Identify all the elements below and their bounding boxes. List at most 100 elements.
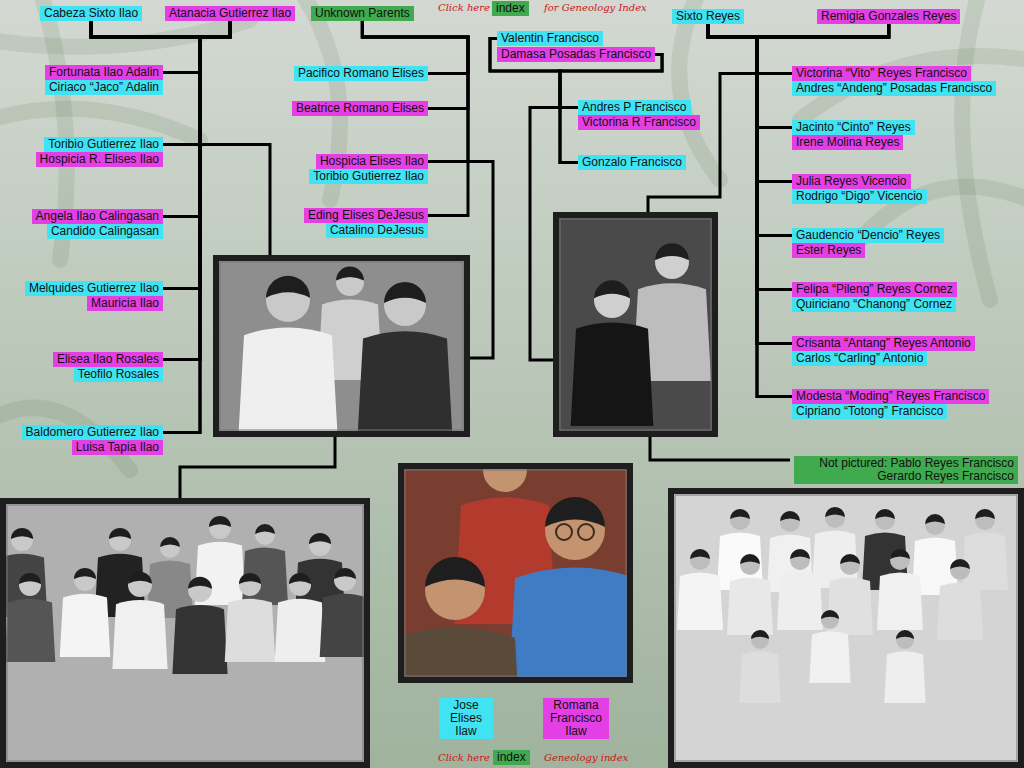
person-hair xyxy=(730,509,750,519)
person-head xyxy=(740,555,760,575)
person-figure xyxy=(571,323,654,427)
person-head xyxy=(975,510,995,530)
name-text: Cabeza Sixto Ilao xyxy=(44,7,138,20)
person-label: Elisea Ilao Rosales xyxy=(53,352,163,367)
photo-ground xyxy=(553,212,718,437)
person-label: Ciriaco “Jaco” Adalin xyxy=(45,80,163,95)
photo-ground xyxy=(668,488,1024,768)
person-label: Andres P Francisco xyxy=(578,100,691,115)
person-label: Hospicia Elises Ilao xyxy=(316,154,428,169)
name-text: Romana Francisco Ilaw xyxy=(547,699,605,738)
name-text: Candido Calingasan xyxy=(51,225,159,238)
name-text: Sixto Reyes xyxy=(676,10,740,23)
person-hair xyxy=(336,267,364,281)
person-label: Julia Reyes Vicencio xyxy=(792,174,911,189)
name-text: Baldomero Gutierrez Ilao xyxy=(26,426,159,439)
name-text: Pacifico Romano Elises xyxy=(298,67,424,80)
family-photo xyxy=(553,212,718,437)
family-line xyxy=(163,21,230,145)
person-hair xyxy=(188,577,212,589)
photo-link-line xyxy=(163,145,270,256)
person-hair xyxy=(309,533,331,544)
index-link: index xyxy=(492,1,529,16)
person-head xyxy=(925,515,945,535)
person-head xyxy=(751,631,769,649)
person-label: Andres “Andeng” Posadas Francisco xyxy=(792,81,996,96)
name-text: Eding Elises DeJesus xyxy=(308,209,424,222)
person-head xyxy=(690,550,710,570)
name-text: Beatrice Romano Elises xyxy=(296,102,424,115)
person-hair xyxy=(890,549,910,559)
person-label: Valentin Francisco xyxy=(497,31,603,46)
person-figure xyxy=(727,578,773,636)
person-hair xyxy=(825,507,845,517)
photo-link-line xyxy=(530,108,560,361)
person-hair xyxy=(209,516,231,527)
family-line xyxy=(757,24,889,182)
name-text: Toribio Gutierrez Ilao xyxy=(48,138,159,151)
name-text: Carlos “Carling” Antonio xyxy=(796,352,923,365)
person-label: Toribio Gutierrez Ilao xyxy=(309,169,428,184)
person-label: Cabeza Sixto Ilao xyxy=(40,6,142,21)
photo-frame xyxy=(556,215,715,434)
index-link: index xyxy=(493,750,530,765)
family-line xyxy=(708,24,792,182)
person-label: Rodrigo “Digo” Vicencio xyxy=(792,189,927,204)
person-figure xyxy=(357,331,454,437)
name-text: Cipriano “Totong” Francisco xyxy=(796,405,943,418)
family-photo xyxy=(668,488,1024,768)
person-hair xyxy=(655,243,689,260)
link-text: Click here xyxy=(438,752,490,764)
person-figure xyxy=(962,533,1008,591)
person-hair xyxy=(334,568,356,579)
person-figure xyxy=(320,594,370,657)
person-label: Jacinto “Cinto” Reyes xyxy=(792,120,915,135)
name-text: Quiriciano “Chanong” Cornez xyxy=(796,298,952,311)
name-text: Unknown Parents xyxy=(315,7,410,20)
person-label: Jose Elises Ilaw xyxy=(439,698,493,739)
person-label: Eding Elises DeJesus xyxy=(304,208,428,223)
photo-frame-inner xyxy=(405,470,626,676)
family-line xyxy=(708,24,792,344)
photo-link-line xyxy=(428,162,493,359)
name-text: Crisanta “Antang” Reyes Antonio xyxy=(796,337,971,350)
photo-link-line xyxy=(650,437,790,460)
name-text: Toribio Gutierrez Ilao xyxy=(313,170,424,183)
person-hair xyxy=(11,528,33,539)
family-line xyxy=(163,21,230,73)
person-figure xyxy=(237,328,338,438)
person-label: Mauricia Ilao xyxy=(87,296,163,311)
person-hair xyxy=(790,549,810,559)
photo-frame xyxy=(3,501,367,765)
name-text: Elisea Ilao Rosales xyxy=(57,353,159,366)
name-text: index xyxy=(496,2,525,15)
person-label: Remigia Gonzales Reyes xyxy=(817,9,960,24)
person-label: Pacifico Romano Elises xyxy=(294,66,428,81)
person-label: Modesta “Moding” Reyes Francisco xyxy=(792,389,989,404)
family-photo xyxy=(0,498,370,768)
person-label: Fortunata Ilao Adalin xyxy=(45,65,163,80)
family-line xyxy=(708,24,792,290)
family-line xyxy=(163,21,230,433)
photo-frame-inner xyxy=(7,505,363,761)
family-line xyxy=(708,24,792,397)
family-line xyxy=(757,24,889,290)
person-hair xyxy=(289,573,311,584)
family-line xyxy=(362,21,468,109)
person-figure xyxy=(739,651,780,703)
family-line xyxy=(91,21,200,217)
person-hair xyxy=(384,282,426,303)
person-figure xyxy=(809,631,850,683)
family-photo xyxy=(398,463,633,683)
parents-label: Unknown Parents xyxy=(311,6,414,21)
person-figure xyxy=(172,605,227,674)
name-text: Ciriaco “Jaco” Adalin xyxy=(49,81,159,94)
name-text: Fortunata Ilao Adalin xyxy=(49,66,159,79)
person-figure xyxy=(777,573,823,631)
palm-frond xyxy=(0,109,200,140)
name-text: Rodrigo “Digo” Vicencio xyxy=(796,190,923,203)
person-label: Melquides Gutierrez Ilao xyxy=(25,281,163,296)
person-head xyxy=(890,550,910,570)
